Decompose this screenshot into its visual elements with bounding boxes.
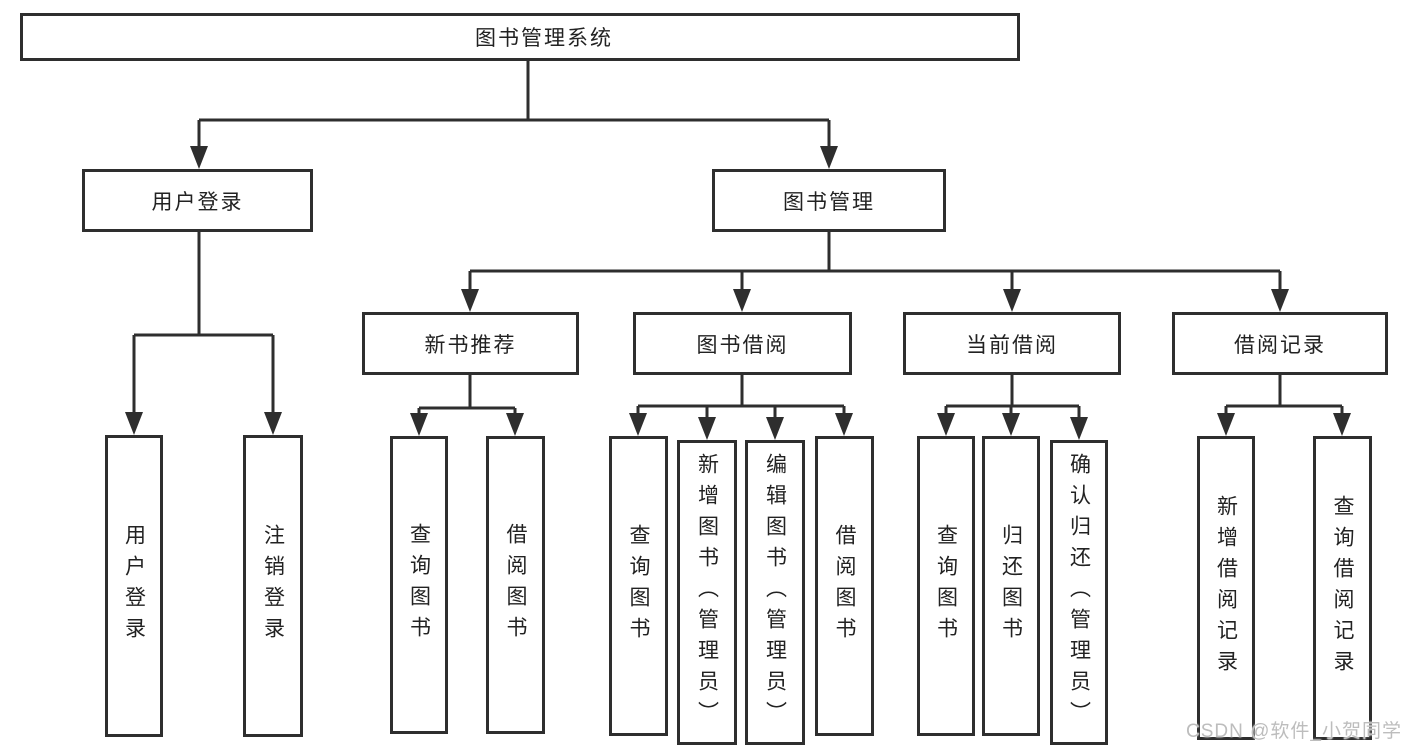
leaf-borrow-books-borrowing: 借阅图书 <box>815 436 874 736</box>
connector-book-borrowing-branch <box>636 375 846 422</box>
leaf-return-books: 归还图书 <box>982 436 1040 736</box>
leaf-add-books-admin: 新增图书（管理员） <box>677 440 737 745</box>
leaf-edit-books-admin: 编辑图书（管理员） <box>745 440 805 745</box>
leaf-query-books-recommend: 查询图书 <box>390 436 448 734</box>
node-user-login: 用户登录 <box>82 169 313 232</box>
leaf-query-books-current: 查询图书 <box>917 436 975 736</box>
node-borrowing-records: 借阅记录 <box>1172 312 1388 375</box>
leaf-query-books-borrowing: 查询图书 <box>609 436 668 736</box>
connector-current-borrowing-branch <box>944 375 1081 422</box>
csdn-watermark: CSDN @软件_小贺同学 <box>1186 721 1402 742</box>
leaf-confirm-return-admin: 确认归还（管理员） <box>1050 440 1108 745</box>
leaf-user-login: 用户登录 <box>105 435 163 737</box>
connector-borrowing-records-branch <box>1224 375 1344 418</box>
connector-new-book-branch <box>417 375 517 418</box>
node-current-borrowing: 当前借阅 <box>903 312 1121 375</box>
leaf-borrow-books-recommend: 借阅图书 <box>486 436 545 734</box>
leaf-logout: 注销登录 <box>243 435 303 737</box>
arrowheads <box>125 146 1351 440</box>
leaf-query-borrow-record: 查询借阅记录 <box>1313 436 1372 740</box>
node-book-management: 图书管理 <box>712 169 946 232</box>
leaf-add-borrow-record: 新增借阅记录 <box>1197 436 1255 740</box>
node-new-book-recommendation: 新书推荐 <box>362 312 579 375</box>
connector-book-management-branch <box>468 232 1282 294</box>
connector-root-branch <box>197 61 831 150</box>
node-book-borrowing: 图书借阅 <box>633 312 852 375</box>
node-library-management-system: 图书管理系统 <box>20 13 1020 61</box>
connector-user-login-branch <box>132 232 275 417</box>
